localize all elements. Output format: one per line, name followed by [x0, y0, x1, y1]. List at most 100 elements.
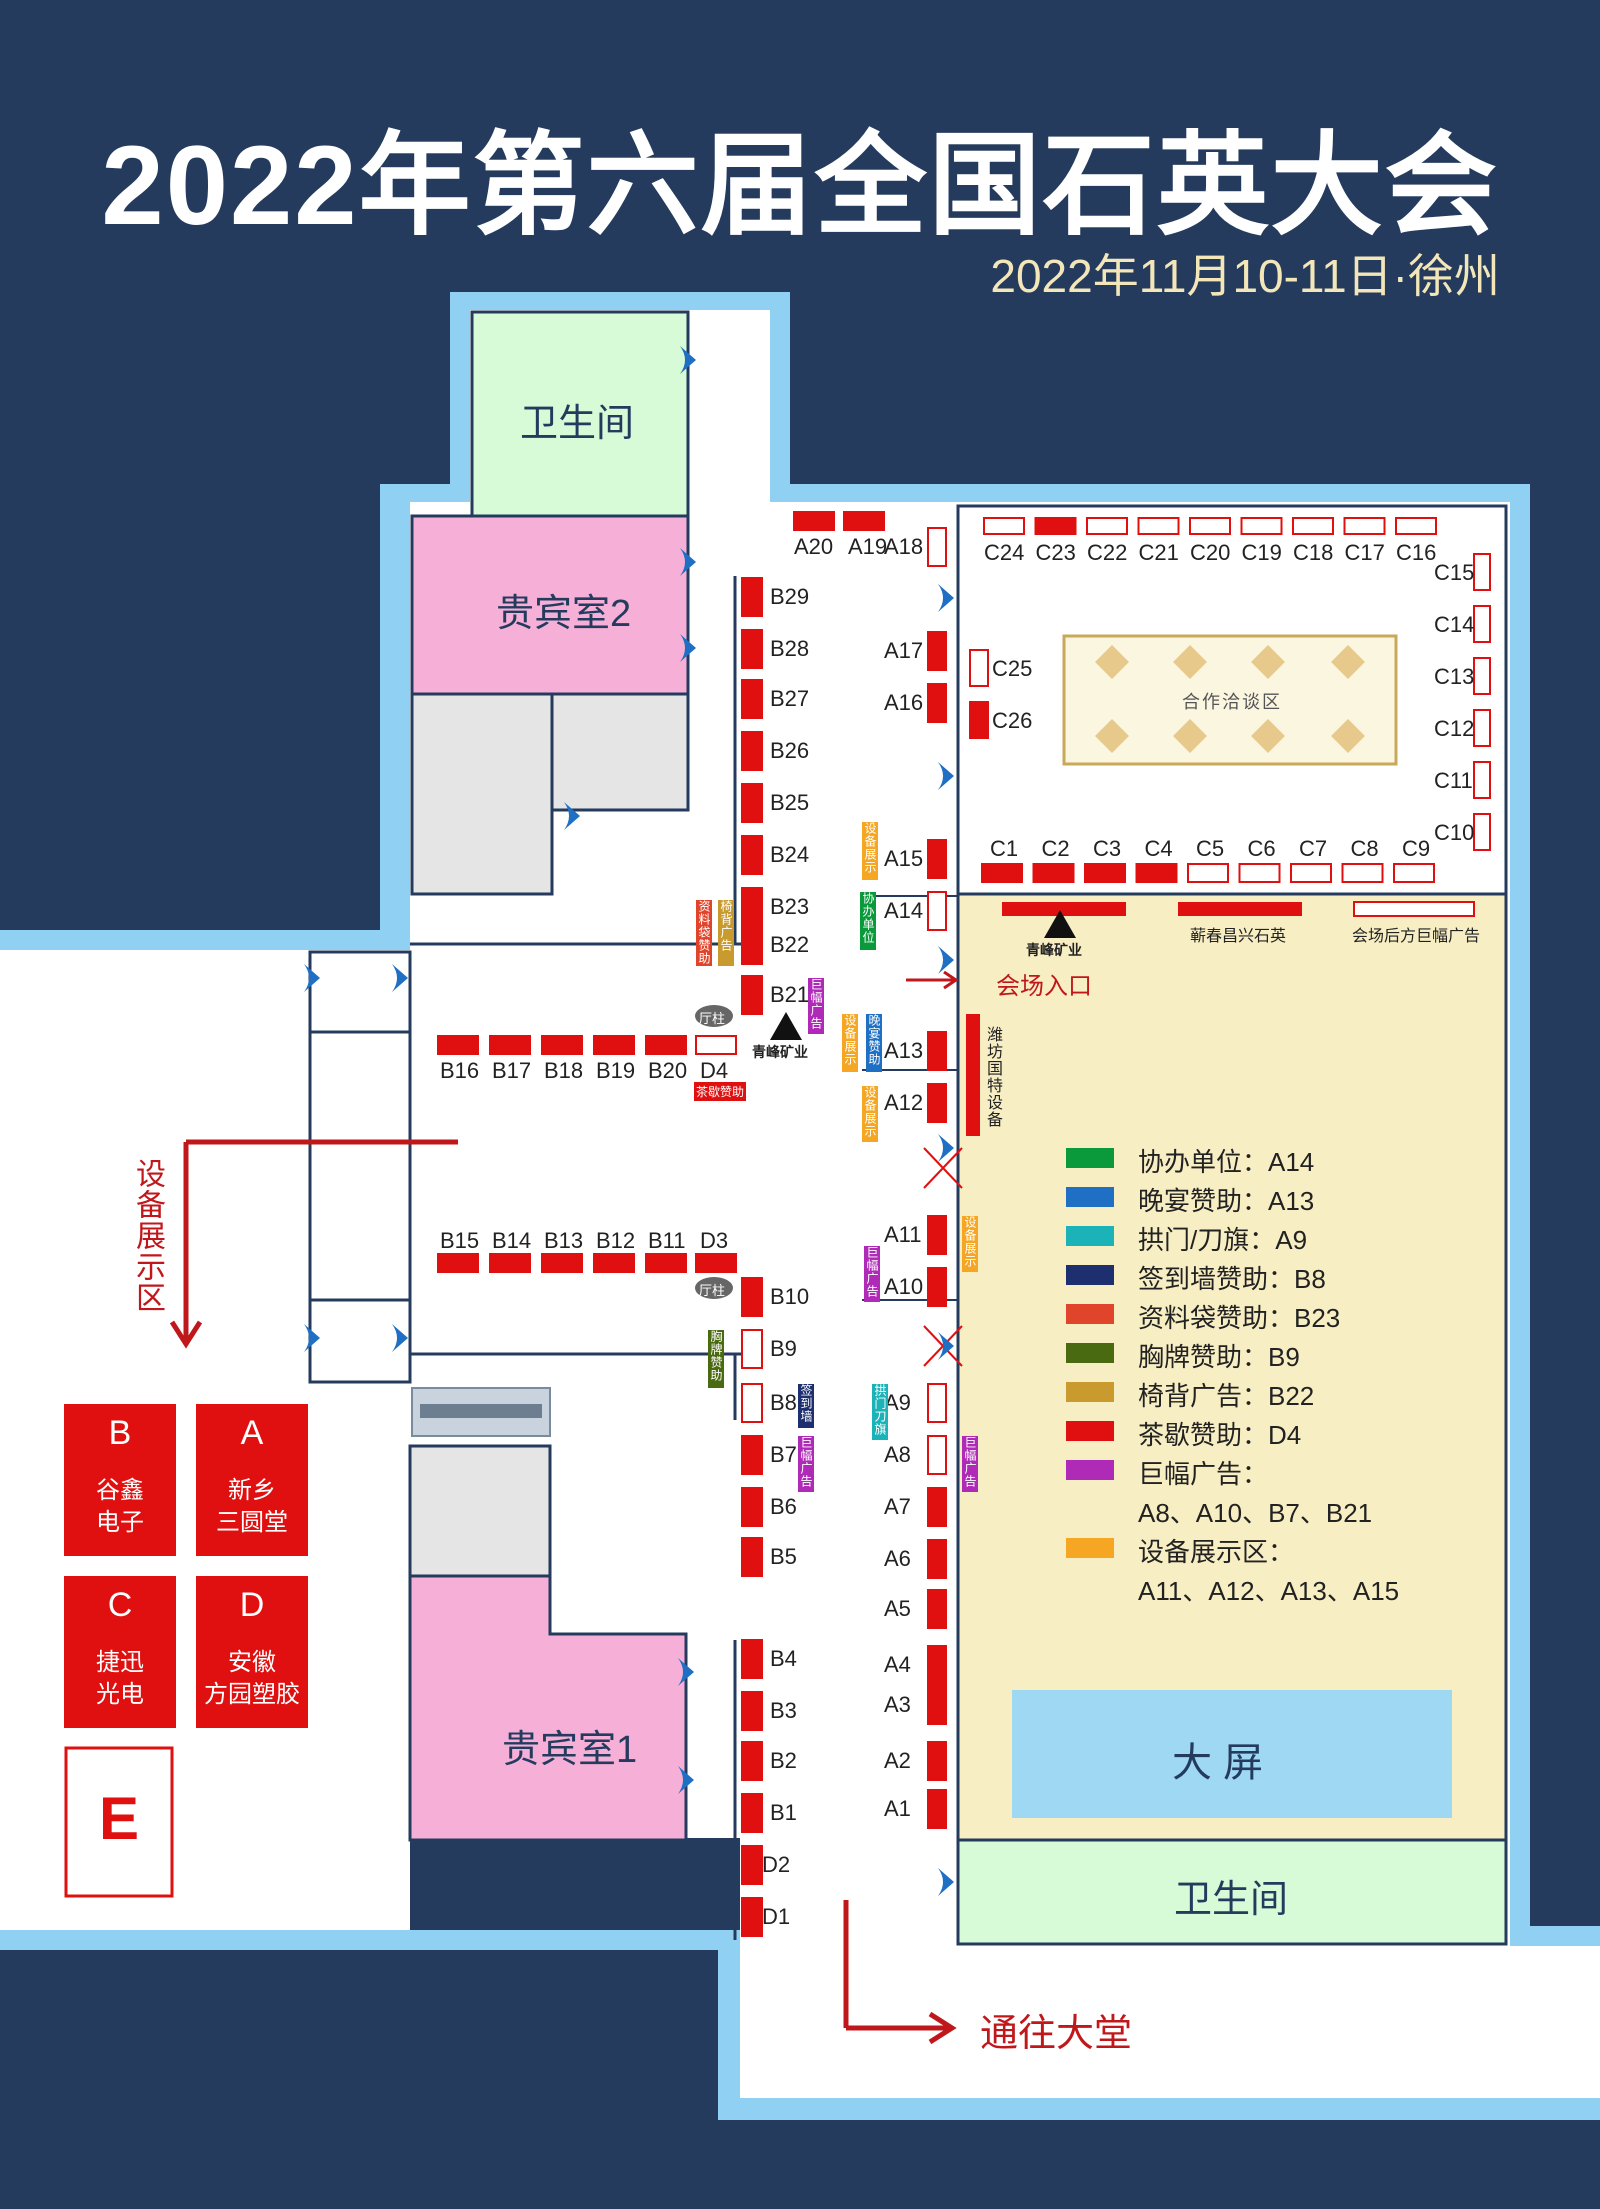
exhibitor-box-a[interactable] [196, 1404, 308, 1556]
booth-b18[interactable] [541, 1035, 583, 1055]
booth-b19[interactable] [593, 1035, 635, 1055]
booth-c25[interactable] [969, 649, 989, 687]
toilet-top-label: 卫生间 [520, 403, 635, 445]
exhibitor-letter: C [107, 1586, 133, 1624]
booth-b14[interactable] [489, 1253, 531, 1273]
booth-b6[interactable] [741, 1487, 763, 1527]
booth-b12[interactable] [593, 1253, 635, 1273]
booth-label-d2: D2 [762, 1852, 791, 1877]
booth-c10[interactable] [1473, 813, 1491, 851]
booth-b23[interactable] [741, 887, 763, 927]
coop-zone-label: 合作洽谈区 [1182, 692, 1282, 712]
booth-b4[interactable] [741, 1639, 763, 1679]
booth-c8[interactable] [1341, 863, 1384, 883]
booth-b22[interactable] [741, 925, 763, 965]
booth-b11[interactable] [645, 1253, 687, 1273]
booth-b26[interactable] [741, 731, 763, 771]
booth-c22[interactable] [1086, 517, 1128, 535]
booth-a20[interactable] [793, 511, 835, 531]
booth-c16[interactable] [1395, 517, 1437, 535]
booth-label-a18: A18 [884, 534, 924, 559]
booth-b10[interactable] [741, 1277, 763, 1317]
booth-d2[interactable] [741, 1845, 763, 1885]
weifang-label: 潍坊国特设备 [984, 1026, 1001, 1128]
booth-c6[interactable] [1238, 863, 1281, 883]
booth-b25[interactable] [741, 783, 763, 823]
booth-a5[interactable] [927, 1589, 947, 1629]
booth-a17[interactable] [927, 631, 947, 671]
booth-c12[interactable] [1473, 709, 1491, 747]
booth-b2[interactable] [741, 1741, 763, 1781]
booth-c26[interactable] [969, 701, 989, 739]
booth-a1[interactable] [927, 1789, 947, 1829]
booth-label-a12: A12 [884, 1090, 924, 1115]
booth-c1[interactable] [981, 863, 1023, 883]
booth-c20[interactable] [1189, 517, 1231, 535]
booth-c13[interactable] [1473, 657, 1491, 695]
booth-c23[interactable] [1034, 517, 1077, 535]
exhibitor-box-c[interactable] [64, 1576, 176, 1728]
booth-b21[interactable] [741, 975, 763, 1015]
booth-b17[interactable] [489, 1035, 531, 1055]
booth-b27[interactable] [741, 679, 763, 719]
booth-b3[interactable] [741, 1691, 763, 1731]
booth-b15[interactable] [437, 1253, 479, 1273]
booth-a19[interactable] [843, 511, 885, 531]
exhibitor-box-b[interactable] [64, 1404, 176, 1556]
booth-b28[interactable] [741, 629, 763, 669]
storage-room [550, 692, 690, 812]
booths [437, 511, 1491, 1937]
booth-a7[interactable] [927, 1487, 947, 1527]
booth-b9[interactable] [741, 1329, 763, 1369]
booth-c17[interactable] [1343, 517, 1386, 535]
booth-a15[interactable] [927, 839, 947, 879]
booth-c19[interactable] [1240, 517, 1283, 535]
booth-a8[interactable] [927, 1435, 947, 1475]
booth-b7[interactable] [741, 1435, 763, 1475]
booth-c24[interactable] [983, 517, 1025, 535]
booth-c2[interactable] [1032, 863, 1075, 883]
booth-b5[interactable] [741, 1537, 763, 1577]
booth-a14[interactable] [927, 891, 947, 931]
booth-a12[interactable] [927, 1083, 947, 1123]
booth-a2[interactable] [927, 1741, 947, 1781]
booth-b20[interactable] [645, 1035, 687, 1055]
booth-c9[interactable] [1393, 863, 1435, 883]
booth-c18[interactable] [1292, 517, 1334, 535]
booth-c3[interactable] [1084, 863, 1126, 883]
booth-a3[interactable] [927, 1685, 947, 1725]
booth-c5[interactable] [1187, 863, 1229, 883]
booth-label-b5: B5 [770, 1544, 797, 1569]
booth-c7[interactable] [1290, 863, 1332, 883]
booth-b13[interactable] [541, 1253, 583, 1273]
booth-a16[interactable] [927, 683, 947, 723]
booth-a6[interactable] [927, 1539, 947, 1579]
booth-a10[interactable] [927, 1267, 947, 1307]
booth-a13[interactable] [927, 1031, 947, 1071]
booth-b29[interactable] [741, 577, 763, 617]
booth-c4[interactable] [1135, 863, 1178, 883]
booth-b24[interactable] [741, 835, 763, 875]
booth-c11[interactable] [1473, 761, 1491, 799]
booth-b8[interactable] [741, 1383, 763, 1423]
exhibitor-box-e[interactable] [64, 1746, 174, 1898]
booth-label-c21: C21 [1138, 540, 1179, 565]
booth-label-b26: B26 [770, 738, 810, 763]
booth-a18[interactable] [927, 527, 947, 567]
booth-c14[interactable] [1473, 605, 1491, 643]
booth-a4[interactable] [927, 1645, 947, 1685]
booth-d4[interactable] [695, 1035, 737, 1055]
booth-c15[interactable] [1473, 553, 1491, 591]
booth-d3[interactable] [695, 1253, 737, 1273]
coop-tables [1095, 645, 1365, 753]
booth-label-a1: A1 [884, 1796, 911, 1821]
booth-b1[interactable] [741, 1793, 763, 1833]
booth-a9[interactable] [927, 1383, 947, 1423]
legend-item: 椅背广告：B22 [1138, 1381, 1315, 1411]
booth-d1[interactable] [741, 1897, 763, 1937]
pillar-label: 厅柱 [699, 1011, 726, 1026]
booth-b16[interactable] [437, 1035, 479, 1055]
booth-c21[interactable] [1137, 517, 1180, 535]
booth-a11[interactable] [927, 1215, 947, 1255]
exhibitor-box-d[interactable] [196, 1576, 308, 1728]
